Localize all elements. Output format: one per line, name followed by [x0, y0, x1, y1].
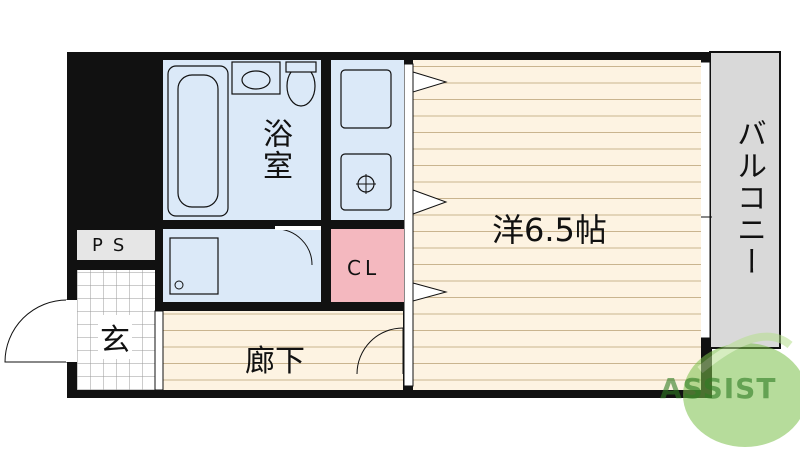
sink-icon	[340, 69, 392, 129]
balcony-area	[709, 51, 781, 349]
hall-door	[356, 327, 404, 375]
assist-logo	[683, 332, 800, 447]
bath-label: 浴室	[257, 118, 292, 182]
balcony-rail	[699, 61, 711, 339]
hall-label: 廊下	[245, 344, 305, 379]
closet-area	[331, 229, 404, 302]
pipe-space	[77, 230, 155, 260]
western-room-label: 洋6.5帖	[492, 211, 607, 249]
western-room	[413, 60, 701, 390]
window-mark	[412, 189, 448, 215]
entrance-label: 玄	[98, 315, 132, 359]
pipe-space-label: PS	[92, 235, 135, 256]
washer-pan-icon	[169, 237, 219, 295]
closet-label: CL	[347, 256, 381, 280]
entrance-door	[4, 299, 68, 363]
balcony-label: バルコニー	[731, 118, 766, 278]
window-mark	[412, 71, 448, 93]
watermark-text: ASSIST	[660, 372, 777, 405]
window-mark	[412, 282, 448, 302]
